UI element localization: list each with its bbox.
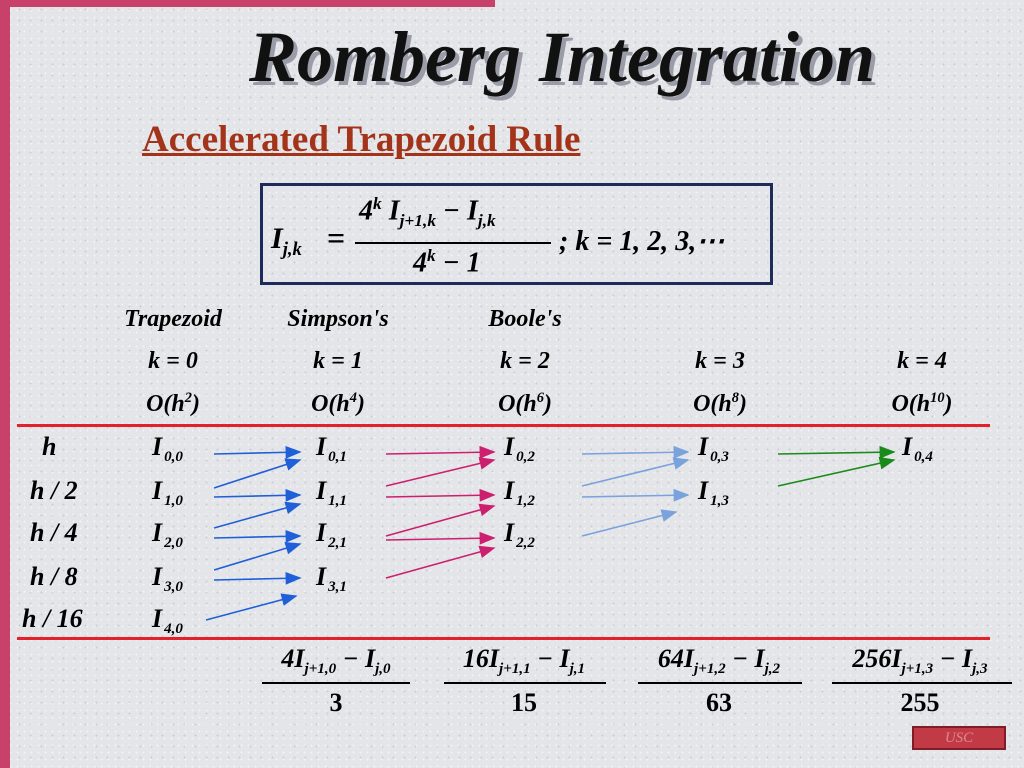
arrow (777, 456, 896, 487)
coef-0-numerator: 4Ij+1,0 − Ij,0 (281, 644, 391, 678)
coef-2-fraction-bar (638, 682, 802, 684)
coef-1-denominator: 15 (511, 688, 537, 717)
left-accent-bar (0, 0, 10, 768)
coef-2-denominator: 63 (706, 688, 732, 717)
arrows-col0-col1 (205, 445, 302, 621)
formula-lhs: Ij,k (271, 222, 302, 260)
method-simpson: Simpson's (287, 306, 389, 332)
arrow (581, 488, 690, 502)
formula-fraction-bar (355, 242, 551, 244)
method-boole: Boole's (488, 306, 562, 332)
arrow (581, 509, 678, 537)
k-label-1: k = 1 (313, 348, 363, 374)
step-label-h8: h / 8 (30, 562, 78, 591)
arrow (385, 545, 496, 579)
coef-0-fraction-bar (262, 682, 410, 684)
coef-1-numerator: 16Ij+1,1 − Ij,1 (462, 644, 586, 678)
slide-title: Romberg Integration (248, 17, 876, 97)
arrow (213, 458, 302, 489)
order-0: O(h2) (146, 390, 200, 417)
table-top-rule (17, 424, 990, 427)
coef-3-fraction-bar (832, 682, 1012, 684)
formula-numerator: 4k Ij+1,k − Ij,k (359, 194, 496, 230)
step-label-h4: h / 4 (30, 518, 78, 547)
coef-3-denominator: 255 (900, 688, 940, 717)
k-label-0: k = 0 (148, 348, 198, 374)
arrow (777, 445, 896, 459)
arrows-col3-col4 (777, 445, 896, 487)
k-label-3: k = 3 (695, 348, 745, 374)
order-3: O(h8) (693, 390, 747, 417)
order-4: O(h10) (891, 390, 953, 417)
formula-equals: = (327, 220, 346, 256)
arrow (385, 457, 496, 487)
arrow (213, 445, 302, 459)
step-label-h16: h / 16 (22, 604, 83, 633)
arrow (385, 503, 496, 537)
coef-1-fraction-bar (444, 682, 606, 684)
arrow (385, 445, 496, 459)
arrow (385, 531, 496, 545)
formula-denominator: 4k − 1 (413, 246, 481, 279)
arrow (213, 542, 302, 571)
slide-subtitle: Accelerated Trapezoid Rule (142, 119, 581, 160)
method-trapezoid: Trapezoid (124, 306, 222, 332)
step-label-h2: h / 2 (30, 476, 78, 505)
arrow (385, 488, 496, 502)
order-1: O(h4) (311, 390, 365, 417)
k-label-2: k = 2 (500, 348, 550, 374)
coef-3-numerator: 256Ij+1,3 − Ij,3 (852, 644, 988, 678)
top-accent-bar (10, 0, 495, 7)
arrow (205, 593, 298, 621)
arrow (213, 488, 302, 502)
arrow (213, 529, 302, 543)
arrow (213, 571, 302, 585)
arrows-col2-col3 (581, 445, 690, 537)
step-label-h: h (42, 432, 57, 461)
coef-2-numerator: 64Ij+1,2 − Ij,2 (657, 644, 781, 678)
k-label-4: k = 4 (897, 348, 947, 374)
table-bottom-rule (17, 637, 990, 640)
arrow (581, 445, 690, 459)
arrows-col1-col2 (385, 445, 496, 579)
usc-button[interactable]: USC (912, 726, 1006, 750)
coef-0-denominator: 3 (329, 688, 343, 717)
arrow (581, 457, 690, 487)
arrow (213, 501, 302, 529)
order-2: O(h6) (498, 390, 552, 417)
formula-box: Ij,k = 4k Ij+1,k − Ij,k 4k − 1 ; k = 1, … (260, 183, 773, 285)
formula-condition: ; k = 1, 2, 3,⋯ (559, 226, 725, 257)
